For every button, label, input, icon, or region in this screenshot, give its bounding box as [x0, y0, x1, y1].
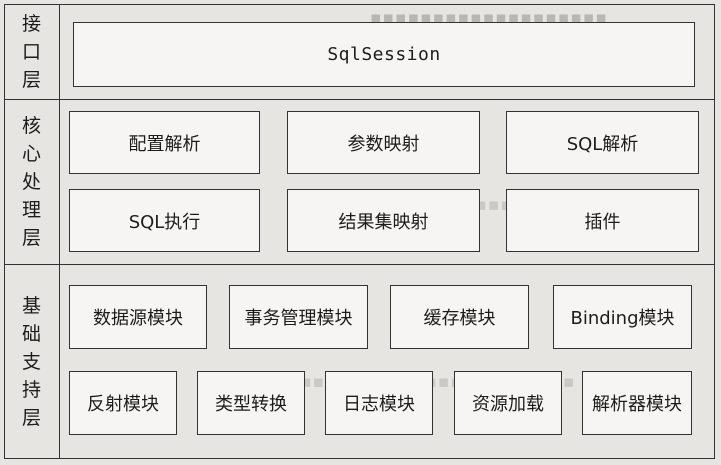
label-char: 口 — [21, 40, 41, 63]
config-parse-box: 配置解析 — [69, 111, 260, 174]
cache-module-box: 缓存模块 — [390, 285, 529, 349]
label-char: 持 — [21, 378, 41, 401]
sql-execute-box: SQL执行 — [69, 189, 260, 252]
label-char: 心 — [21, 142, 41, 165]
label-char: 层 — [21, 226, 41, 249]
label-char: 础 — [21, 322, 41, 345]
type-conversion-box: 类型转换 — [197, 371, 305, 435]
transaction-module-box: 事务管理模块 — [229, 285, 368, 349]
resource-loading-box: 资源加载 — [454, 371, 562, 435]
layer-divider — [4, 99, 715, 100]
plugin-box: 插件 — [506, 189, 699, 252]
param-mapping-box: 参数映射 — [287, 111, 480, 174]
logging-module-box: 日志模块 — [325, 371, 433, 435]
label-char: 核 — [21, 114, 41, 137]
datasource-module-box: 数据源模块 — [69, 285, 207, 349]
label-char: 理 — [21, 198, 41, 221]
sqlsession-box: SqlSession — [73, 22, 695, 87]
sql-parse-box: SQL解析 — [506, 111, 699, 174]
parser-module-box: 解析器模块 — [582, 371, 692, 435]
label-char: 层 — [21, 68, 41, 91]
architecture-diagram-frame — [4, 4, 715, 459]
support-layer-label: 基 础 支 持 层 — [4, 264, 59, 459]
layer-divider — [4, 264, 715, 265]
core-layer-label: 核 心 处 理 层 — [4, 99, 59, 264]
reflection-module-box: 反射模块 — [69, 371, 177, 435]
label-char: 层 — [21, 406, 41, 429]
label-char: 基 — [21, 294, 41, 317]
interface-layer-label: 接 口 层 — [4, 4, 59, 99]
label-char: 支 — [21, 350, 41, 373]
binding-module-box: Binding模块 — [553, 285, 692, 349]
label-char: 接 — [21, 12, 41, 35]
label-char: 处 — [21, 170, 41, 193]
resultset-mapping-box: 结果集映射 — [287, 189, 480, 252]
label-column-divider — [59, 4, 60, 459]
